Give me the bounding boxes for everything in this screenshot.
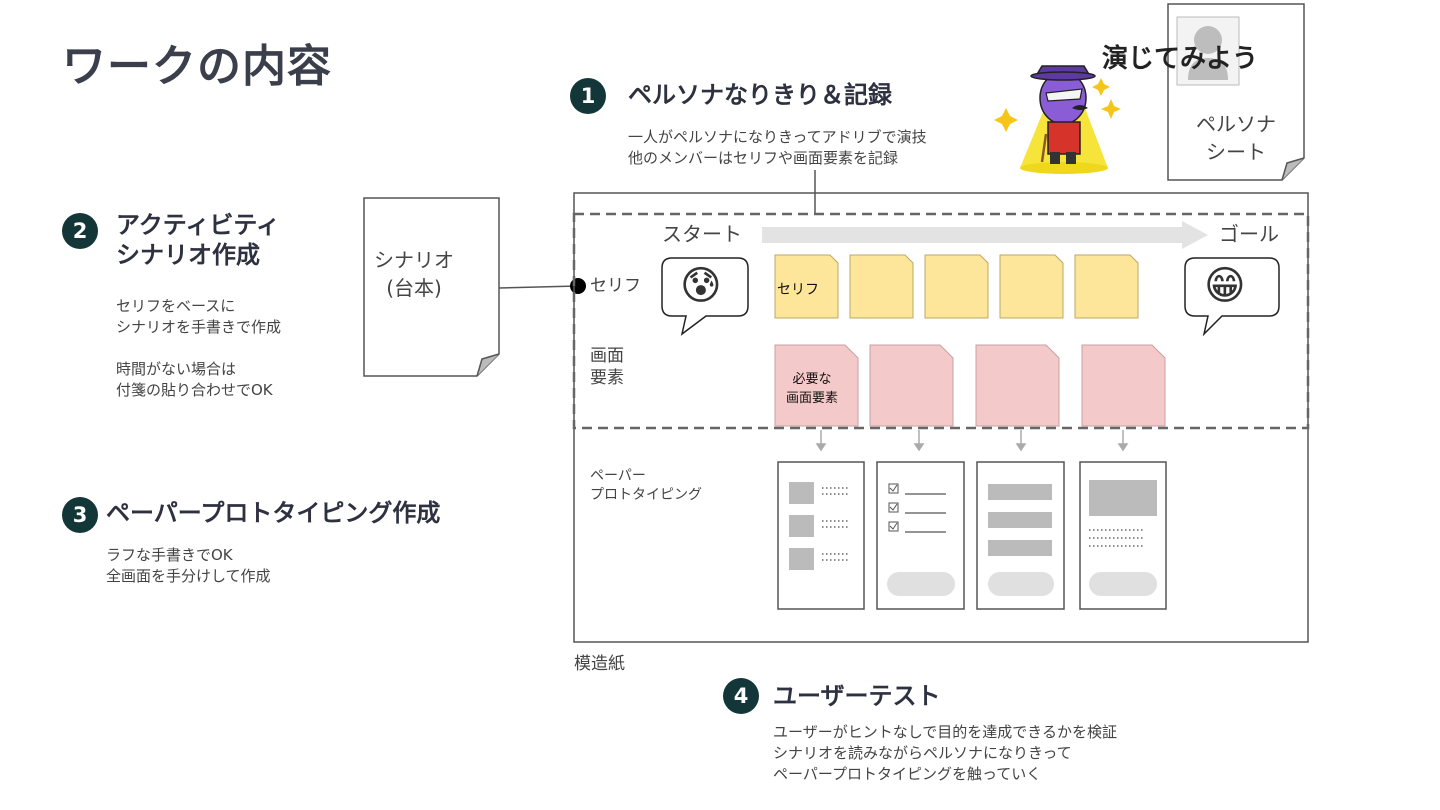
step-2-number: 2 — [62, 213, 98, 249]
screen-element-sticky-notes — [774, 344, 1166, 427]
scenario-document — [363, 197, 500, 377]
grinning-face-icon: 😁 — [1204, 263, 1246, 309]
paper-prototype-3 — [976, 461, 1065, 610]
serif-sticky-2 — [849, 254, 914, 319]
serif-sticky-1 — [774, 254, 839, 319]
board-paper-label: 模造紙 — [574, 654, 625, 674]
serif-row-label: セリフ — [590, 276, 641, 296]
paper-prototype-4 — [1079, 461, 1167, 610]
step-2-description: セリフをベースに シナリオを手書きで作成 時間がない場合は 付箋の貼り合わせでO… — [116, 297, 282, 399]
start-speech-bubble — [661, 257, 749, 336]
scenario-document-label: シナリオ (台本) — [374, 248, 454, 300]
progress-arrow-head — [1182, 221, 1208, 249]
progress-arrow-shaft — [762, 227, 1184, 243]
serif-sticky-4 — [999, 254, 1064, 319]
paper-prototype-2 — [876, 461, 965, 610]
screen-sticky-text: 必要な 画面要素 — [785, 372, 838, 406]
step-4-title: ユーザーテスト — [773, 682, 941, 710]
goal-speech-bubble — [1184, 257, 1280, 337]
step-3-number: 3 — [62, 497, 98, 533]
recording-zone — [572, 212, 1310, 430]
screen-sticky-4 — [1081, 344, 1166, 427]
step-1-description: 一人がペルソナになりきってアドリブで演技 他のメンバーはセリフや画面要素を記録 — [628, 128, 927, 167]
anxious-face-icon: 😰 — [680, 263, 722, 309]
step-3-title: ペーパープロトタイピング作成 — [106, 499, 441, 527]
serif-sticky-5 — [1074, 254, 1139, 319]
screen-element-row-label: 画面 要素 — [590, 346, 624, 388]
step-4-description: ユーザーがヒントなしで目的を達成できるかを検証 シナリオを読みながらペルソナにな… — [773, 723, 1117, 783]
step-2-title: アクティビティ シナリオ作成 — [116, 211, 280, 269]
screen-sticky-2 — [869, 344, 954, 427]
avatar-icon — [1194, 26, 1222, 54]
persona-sheet-label: ペルソナ シート — [1196, 112, 1276, 164]
scenario-connector-line — [498, 285, 579, 289]
serif-sticky-text: セリフ — [777, 282, 819, 298]
start-label: スタート — [662, 222, 742, 246]
connector-dot — [570, 278, 586, 294]
screen-sticky-3 — [975, 344, 1060, 427]
goal-label: ゴール — [1219, 222, 1279, 246]
page-title: ワークの内容 — [62, 41, 332, 92]
actor-caption: 演じてみよう — [1102, 44, 1259, 74]
actor-illustration — [994, 65, 1121, 174]
paper-prototype-1 — [777, 461, 865, 610]
screen-sticky-1 — [774, 344, 859, 427]
step-4-number: 4 — [723, 678, 759, 714]
serif-sticky-notes — [774, 254, 1139, 319]
paper-prototype-row-label: ペーパー プロトタイピング — [590, 468, 702, 503]
step-1-number: 1 — [570, 78, 606, 114]
serif-sticky-3 — [924, 254, 989, 319]
down-arrows — [815, 430, 1129, 452]
step-3-description: ラフな手書きでOK 全画面を手分けして作成 — [106, 546, 271, 585]
step-1-title: ペルソナなりきり＆記録 — [628, 81, 892, 109]
persona-sheet — [1167, 3, 1305, 181]
